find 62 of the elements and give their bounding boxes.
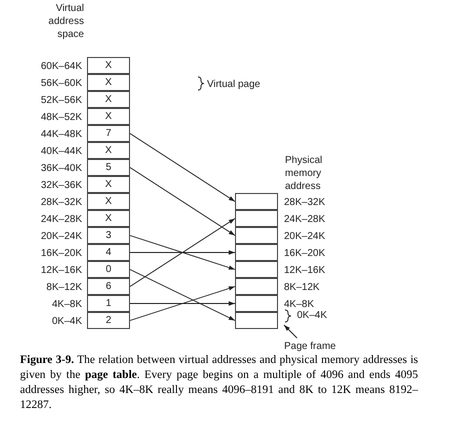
page-table-cell: X <box>87 210 130 227</box>
arrow <box>130 286 236 321</box>
address-range: 60K–64K <box>40 60 82 74</box>
address-range: 20K–24K <box>40 230 82 244</box>
page-frame-box <box>235 312 278 329</box>
page-frame-box <box>235 278 278 295</box>
page-table-cell: X <box>87 57 130 74</box>
address-range: 24K–28K <box>40 213 82 227</box>
page-frame-box <box>235 244 278 261</box>
page-frame-box <box>235 295 278 312</box>
arrow <box>130 301 236 306</box>
address-range: 24K–28K <box>284 213 326 227</box>
address-range: 20K–24K <box>284 230 326 244</box>
arrow <box>130 133 236 202</box>
page-table-cell: 2 <box>87 312 130 329</box>
page-table-cell: X <box>87 176 130 193</box>
address-range: 48K–52K <box>40 111 82 125</box>
arrow <box>130 167 236 236</box>
column-heading: Physical memory address <box>285 154 324 193</box>
address-range: 36K–40K <box>40 162 82 176</box>
arrow <box>130 235 236 270</box>
address-range: 28K–32K <box>284 196 326 210</box>
address-range: 4K–8K <box>50 298 82 312</box>
page-frame-box <box>235 193 278 210</box>
figure-caption: Figure 3-9. The relation between virtual addresses and physical memory addresses is given by the page table. Every page begins on a multiple of 4096 and ends 4095 addresses higher, so 4K–8K really means 4096–8191 and 8K to 12K means 8192–12287. <box>20 353 418 413</box>
address-range: 8K–12K <box>284 281 320 295</box>
page-frame-box <box>235 227 278 244</box>
page-table-cell: X <box>87 91 130 108</box>
page-table-cell: X <box>87 74 130 91</box>
page-table-cell: X <box>87 142 130 159</box>
address-range: 40K–44K <box>40 145 82 159</box>
page-frame-box <box>235 210 278 227</box>
page-table-cell: 3 <box>87 227 130 244</box>
page-table-cell: 5 <box>87 159 130 176</box>
page-table-cell: 1 <box>87 295 130 312</box>
address-range: 8K–12K <box>45 281 82 295</box>
leader-line <box>284 324 298 338</box>
address-range: 4K–8K <box>284 298 314 311</box>
page-table-cell: X <box>87 108 130 125</box>
address-range: 28K–32K <box>40 196 82 210</box>
brace-label: Virtual page <box>207 78 260 92</box>
address-range: 12K–16K <box>284 264 326 278</box>
address-range: 16K–20K <box>284 247 326 261</box>
arrow <box>130 218 236 287</box>
page-frame-box <box>235 261 278 278</box>
arrow <box>130 269 236 321</box>
address-range: 52K–56K <box>40 94 82 108</box>
address-range: 0K–4K <box>297 309 328 323</box>
address-range: 0K–4K <box>50 315 82 329</box>
address-range: 44K–48K <box>40 128 82 142</box>
column-heading: Virtual address space <box>47 2 84 41</box>
address-range: 12K–16K <box>40 264 82 278</box>
address-range: 32K–36K <box>40 179 82 193</box>
page-table-cell: 0 <box>87 261 130 278</box>
page-table-cell: 6 <box>87 278 130 295</box>
page-table-cell: 7 <box>87 125 130 142</box>
text-label: Page frame <box>279 339 341 353</box>
address-range: 56K–60K <box>40 77 82 91</box>
arrow <box>130 250 236 255</box>
page-table-cell: X <box>87 193 130 210</box>
address-range: 16K–20K <box>40 247 82 261</box>
page-table-cell: 4 <box>87 244 130 261</box>
